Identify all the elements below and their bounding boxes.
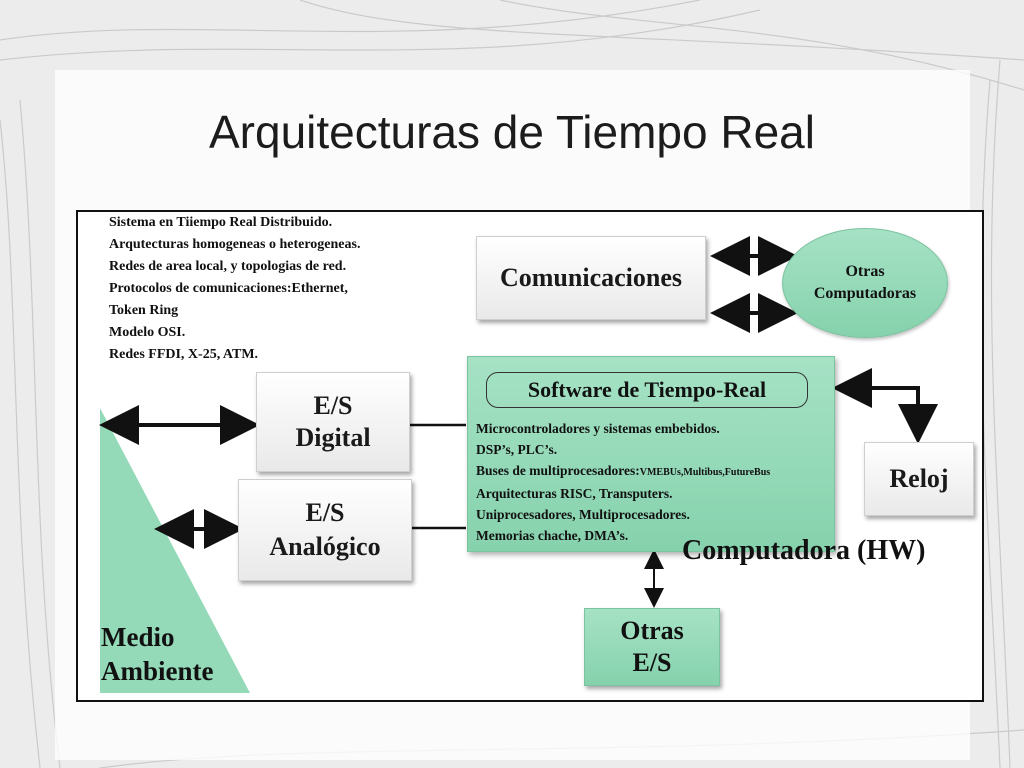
arrow-reloj-software bbox=[832, 368, 938, 444]
medio-ambiente-label-2: Ambiente bbox=[101, 656, 214, 686]
computadora-hw-label: Computadora (HW) bbox=[682, 535, 926, 566]
software-tiempo-real-box bbox=[467, 356, 835, 552]
comunicaciones-box: Comunicaciones bbox=[476, 236, 706, 320]
es-digital-box: E/S Digital bbox=[256, 372, 410, 472]
comunicaciones-label: Comunicaciones bbox=[500, 263, 682, 292]
otras-computadoras-ellipse: Otras Computadoras bbox=[782, 228, 948, 338]
software-item: Arquitecturas RISC, Transputers. bbox=[476, 486, 673, 501]
software-item: Memorias chache, DMA’s. bbox=[476, 528, 629, 543]
medio-ambiente-label: Medio Ambiente bbox=[101, 620, 213, 688]
es-analogico-box: E/S Analógico bbox=[238, 479, 412, 581]
otras-computadoras-label-1: Otras bbox=[845, 263, 885, 280]
es-digital-label-1: E/S bbox=[313, 391, 353, 420]
note-line: Token Ring bbox=[109, 303, 179, 318]
note-line: Redes de area local, y topologias de red… bbox=[109, 259, 347, 274]
medio-ambiente-label-1: Medio bbox=[101, 622, 175, 652]
software-item: Buses de multiprocesadores:VMEBUs,Multib… bbox=[476, 460, 770, 483]
otras-es-label-1: Otras bbox=[620, 616, 684, 645]
note-line: Redes FFDI, X-25, ATM. bbox=[109, 347, 259, 362]
otras-es-label-2: E/S bbox=[632, 648, 672, 677]
es-digital-label-2: Digital bbox=[295, 423, 371, 452]
reloj-label: Reloj bbox=[889, 464, 949, 493]
software-item: Microcontroladores y sistemas embebidos. bbox=[476, 421, 720, 436]
page-title: Arquitecturas de Tiempo Real bbox=[209, 106, 815, 158]
reloj-box: Reloj bbox=[864, 442, 974, 516]
distributed-system-notes: Sistema en Tiiempo Real Distribuido. Arq… bbox=[109, 212, 360, 366]
otras-es-box: Otras E/S bbox=[584, 608, 720, 686]
software-tiempo-real-title: Software de Tiempo-Real bbox=[486, 372, 808, 408]
note-line: Arqutecturas homogeneas o heterogeneas. bbox=[109, 237, 361, 252]
software-item: DSP’s, PLC’s. bbox=[476, 442, 558, 457]
software-items: Microcontroladores y sistemas embebidos.… bbox=[476, 418, 770, 546]
medio-ambiente-shape bbox=[100, 408, 250, 693]
note-line: Modelo OSI. bbox=[109, 325, 186, 340]
note-line: Sistema en Tiiempo Real Distribuido. bbox=[109, 215, 333, 230]
es-analogico-label-1: E/S bbox=[305, 498, 345, 527]
es-analogico-label-2: Analógico bbox=[269, 532, 381, 561]
note-line: Protocolos de comunicaciones:Ethernet, bbox=[109, 281, 348, 296]
otras-computadoras-label-2: Computadoras bbox=[813, 285, 917, 302]
software-item: Uniprocesadores, Multiprocesadores. bbox=[476, 507, 690, 522]
software-item-main: Buses de multiprocesadores: bbox=[476, 463, 640, 478]
software-item-small: VMEBUs,Multibus,FutureBus bbox=[639, 467, 771, 478]
